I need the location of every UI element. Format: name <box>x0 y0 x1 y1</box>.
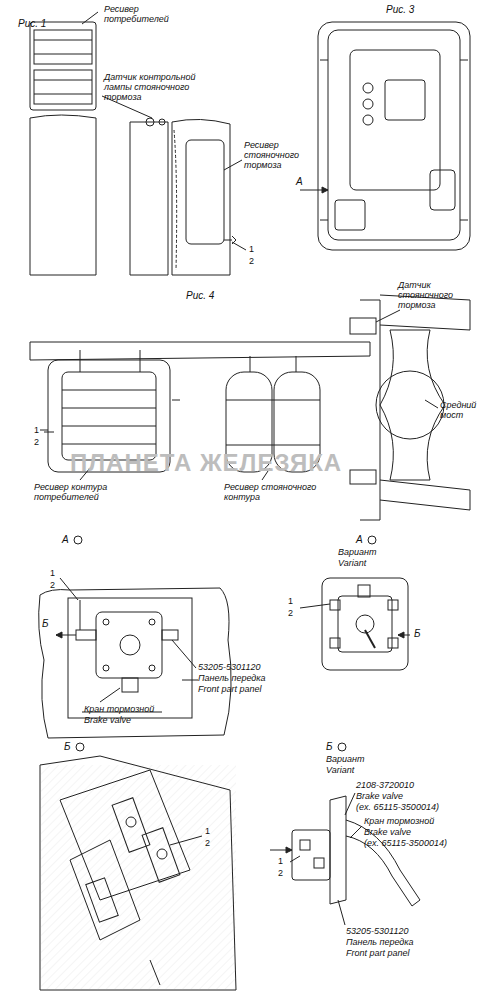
fig3 <box>300 22 470 250</box>
part-label: Brake valve <box>84 715 184 725</box>
view-letter: А <box>356 534 370 546</box>
part-label: Brake valve <box>364 827 479 837</box>
part-number: 2108-3720010 <box>356 780 476 790</box>
view-a <box>39 536 232 738</box>
figure-title: Рис. 3 <box>386 4 436 16</box>
part-label: Front part panel <box>198 684 308 694</box>
view-letter: Б <box>414 628 428 640</box>
callout-number: 1 <box>288 596 300 607</box>
callout-number: 1 <box>50 568 62 579</box>
callout-number: 1 <box>34 425 46 436</box>
part-label: Ресивер стояночного контура <box>224 482 324 502</box>
part-label: Панель передка <box>346 937 466 947</box>
callout-number: 1 <box>249 244 261 255</box>
figure-title: Рис. 1 <box>18 18 68 30</box>
part-label: Brake valve <box>356 791 476 801</box>
callout-number: 2 <box>249 256 261 267</box>
part-number: (ex. 65115-3500014) <box>364 838 482 848</box>
callout-number: 2 <box>50 580 62 591</box>
variant-label: Variant <box>338 558 408 568</box>
part-label: Ресивер стояночного тормоза <box>244 140 314 170</box>
part-label: Ресивер потребителей <box>104 4 174 24</box>
part-label: Кран тормозной <box>364 816 479 826</box>
variant-label: Вариант <box>338 547 408 557</box>
variant-label: Variant <box>326 765 396 775</box>
part-number: 53205-5301120 <box>346 926 466 936</box>
fig1 <box>30 12 246 275</box>
view-letter: А <box>296 176 310 188</box>
callout-number: 2 <box>288 608 300 619</box>
variant-label: Вариант <box>326 754 396 764</box>
view-letter: Б <box>64 741 78 753</box>
view-letter: Б <box>326 741 340 753</box>
part-label: Кран тормозной <box>84 704 184 714</box>
part-label: Front part panel <box>346 948 466 958</box>
callout-number: 1 <box>278 856 290 867</box>
figure-title: Рис. 4 <box>186 290 236 302</box>
view-a-variant <box>300 536 410 670</box>
part-label: Средний мост <box>440 400 484 420</box>
watermark: ПЛАНЕТА ЖЕЛЕЗЯКА <box>70 450 342 476</box>
part-label: Ресивер контура потребителей <box>34 482 134 502</box>
callout-number: 2 <box>278 868 290 879</box>
part-number: 53205-5301120 <box>198 662 308 672</box>
part-number: (ex. 65115-3500014) <box>356 802 481 812</box>
fig4 <box>30 295 470 520</box>
callout-number: 1 <box>205 826 217 837</box>
part-label: Датчик контрольной лампы стояночного тор… <box>104 72 204 102</box>
callout-number: 2 <box>34 437 46 448</box>
part-label: Датчик стояночного тормоза <box>398 280 478 310</box>
part-label: Панель передка <box>198 673 308 683</box>
view-b <box>40 743 236 990</box>
view-letter: Б <box>42 618 56 630</box>
callout-number: 2 <box>205 838 217 849</box>
view-letter: А <box>62 534 76 546</box>
